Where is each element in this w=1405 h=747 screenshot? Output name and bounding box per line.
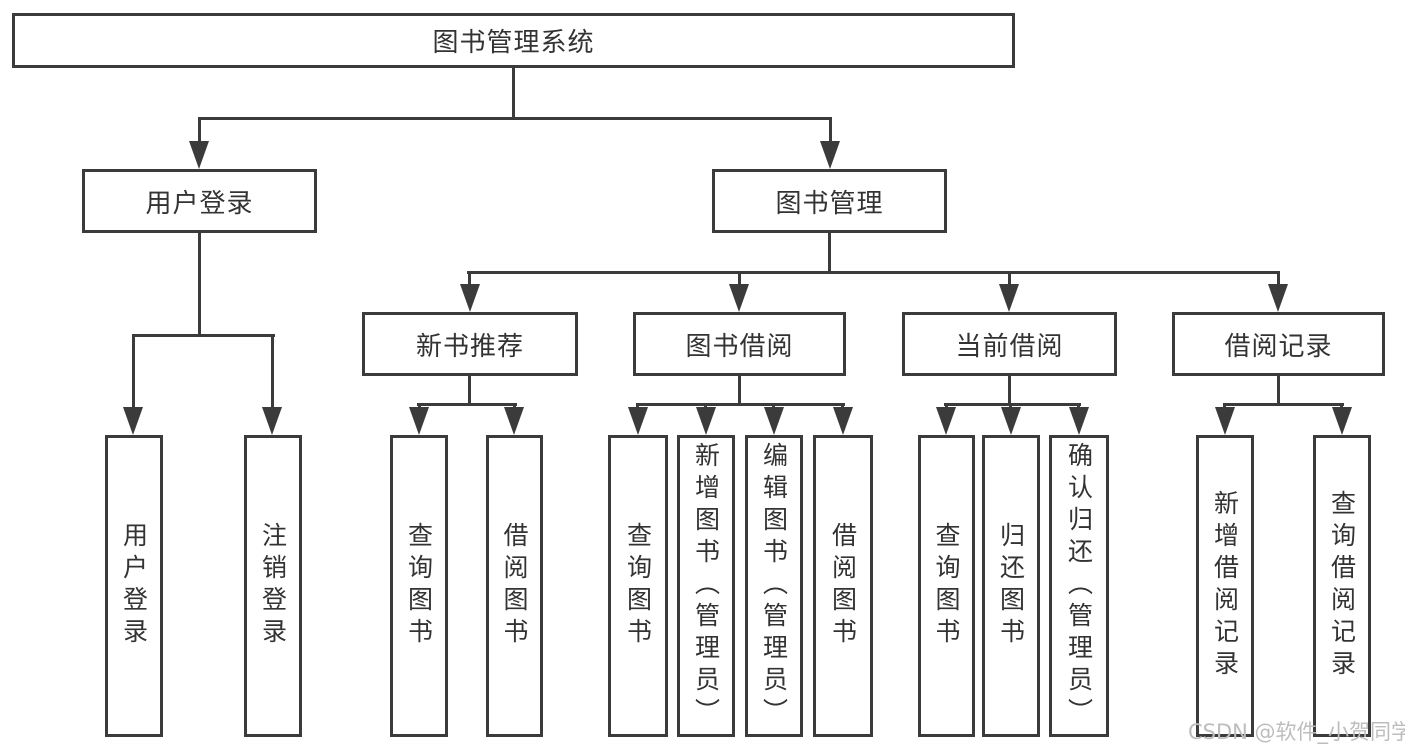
connector-line [1340,403,1343,410]
leaf-add-book-admin: 新增图书（管理员） [677,435,735,737]
connector-line [198,117,832,120]
leaf-return-book: 归还图书 [982,435,1040,737]
node-current-borrow: 当前借阅 [902,312,1117,376]
node-book-management: 图书管理 [712,169,947,233]
connector-line [636,403,845,406]
connector-line [772,403,775,410]
connector-line [738,271,741,288]
connector-line [704,403,707,410]
node-library-management-system: 图书管理系统 [12,13,1015,68]
leaf-borrow-book-recommend: 借阅图书 [486,435,543,737]
arrow-down-icon [1001,407,1021,435]
arrow-down-icon [820,141,840,169]
connector-line [1008,376,1011,406]
leaf-add-borrow-record: 新增借阅记录 [1196,435,1254,737]
connector-line [829,117,832,145]
connector-line [944,403,1081,406]
leaf-user-login: 用户登录 [105,435,163,737]
arrow-down-icon [409,407,429,435]
leaf-query-book-recommend: 查询图书 [390,435,448,737]
node-borrow-records: 借阅记录 [1172,312,1385,376]
arrow-down-icon [999,284,1019,312]
leaf-edit-book-admin: 编辑图书（管理员） [745,435,803,737]
connector-line [1008,271,1011,288]
connector-line [1009,403,1012,410]
connector-line [636,403,639,410]
connector-line [132,334,275,337]
connector-line [1277,271,1280,288]
arrow-down-icon [1215,407,1235,435]
leaf-query-book: 查询图书 [608,435,668,737]
arrow-down-icon [696,407,716,435]
connector-line [513,403,516,410]
arrow-down-icon [262,407,282,435]
connector-line [468,376,471,406]
leaf-query-book-current: 查询图书 [918,435,975,737]
connector-line [467,271,1280,274]
arrow-down-icon [1069,407,1089,435]
leaf-logout-login: 注销登录 [244,435,302,737]
connector-line [945,403,948,410]
node-new-book-recommend: 新书推荐 [362,312,578,376]
connector-line [841,403,844,410]
connector-line [198,117,201,145]
arrow-down-icon [729,284,749,312]
arrow-down-icon [628,407,648,435]
connector-line [828,233,831,274]
arrow-down-icon [460,284,480,312]
arrow-down-icon [123,407,143,435]
connector-line [512,68,515,120]
leaf-query-borrow-record: 查询借阅记录 [1313,435,1371,737]
leaf-borrow-book: 借阅图书 [813,435,873,737]
arrow-down-icon [1332,407,1352,435]
watermark: CSDN @软件_小贺同学 [1188,720,1405,744]
connector-line [271,334,274,409]
connector-line [198,233,201,337]
arrow-down-icon [833,407,853,435]
arrow-down-icon [764,407,784,435]
arrow-down-icon [189,141,209,169]
arrow-down-icon [1268,284,1288,312]
connector-line [1223,403,1226,410]
node-book-borrow: 图书借阅 [633,312,846,376]
connector-line [1277,376,1280,406]
connector-line [1223,403,1344,406]
connector-line [468,271,471,288]
arrow-down-icon [936,407,956,435]
connector-line [132,334,135,409]
connector-line [738,376,741,406]
connector-line [1077,403,1080,410]
connector-line [418,403,421,410]
connector-line [417,403,517,406]
leaf-confirm-return-admin: 确认归还（管理员） [1049,435,1109,737]
node-user-login: 用户登录 [82,169,317,233]
arrow-down-icon [504,407,524,435]
